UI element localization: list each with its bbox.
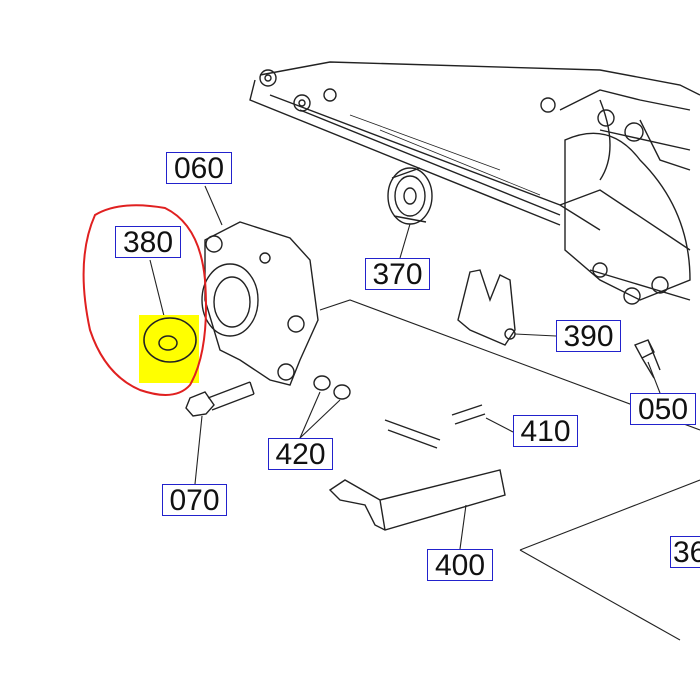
frame-casting (564, 99, 691, 301)
frame-housing (249, 61, 700, 301)
callout-36[interactable]: 36 (670, 536, 700, 568)
shaft (384, 419, 441, 449)
fork-390 (457, 269, 516, 346)
callout-370[interactable]: 370 (365, 258, 430, 290)
callout-420[interactable]: 420 (268, 438, 333, 470)
callout-380[interactable]: 380 (115, 226, 181, 258)
red-circle-annotation (82, 204, 207, 396)
bolt-050 (634, 339, 661, 379)
washer-380-highlight (139, 315, 199, 383)
bolt-070 (185, 381, 255, 417)
callout-070[interactable]: 070 (162, 484, 227, 516)
callout-390[interactable]: 390 (556, 320, 621, 352)
callout-410[interactable]: 410 (513, 415, 578, 447)
callout-060[interactable]: 060 (166, 152, 232, 184)
callout-050[interactable]: 050 (630, 393, 696, 425)
flange-housing-060 (204, 221, 319, 386)
pin-410 (451, 404, 486, 425)
callout-400[interactable]: 400 (427, 549, 493, 581)
arm-400 (328, 469, 506, 531)
